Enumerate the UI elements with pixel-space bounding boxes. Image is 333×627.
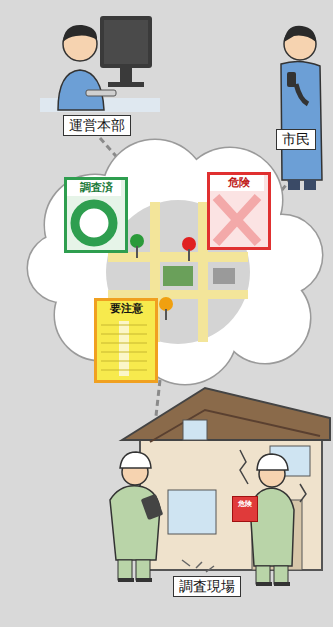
card-title: 調査済 [67,181,125,194]
operator-figure [40,16,160,112]
citizen-figure [281,26,322,190]
card-title: 危険 [210,176,268,189]
place-label: 運営本部 [63,115,131,136]
inspected-card: 調査済 [64,177,128,253]
place-label: 調査現場 [173,576,241,597]
place-name: 調査現場 [179,578,235,595]
place-label: 市民 [276,129,316,150]
inspector-figure [110,452,163,580]
place-name: 市民 [282,131,310,148]
danger-card: 危険 [207,172,271,250]
place-name: 運営本部 [69,117,125,134]
caution-card: 要注意 [94,298,158,383]
danger-sign: 危険 [232,496,258,522]
cloud [28,140,322,384]
card-title: 要注意 [97,302,155,315]
card-title: 危険 [233,500,257,509]
